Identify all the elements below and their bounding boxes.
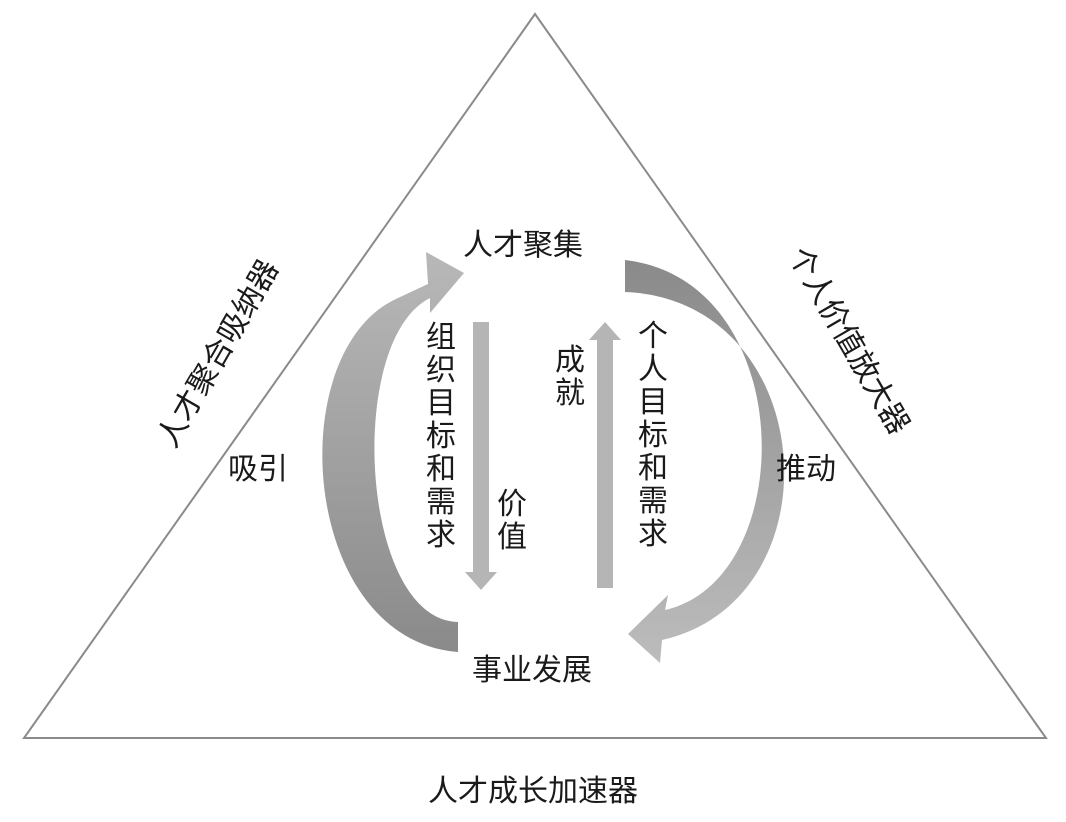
bottom-side-label: 人才成长加速器 — [428, 774, 638, 809]
up-flow-label: 个人目标和需求 — [638, 319, 668, 552]
up-flow-sublabel: 成就 — [555, 343, 585, 411]
left-cycle-arrow — [322, 252, 464, 652]
down-flow-arrow — [465, 322, 497, 590]
right-cycle-arrow — [625, 260, 785, 663]
down-flow-label: 组织目标和需求 — [426, 320, 456, 553]
node-top-label: 人才聚集 — [463, 228, 583, 263]
outer-triangle — [22, 12, 1048, 739]
cycle-left-label: 吸引 — [228, 452, 288, 487]
node-bottom-label: 事业发展 — [472, 653, 592, 688]
cycle-right-label: 推动 — [776, 452, 836, 487]
down-flow-sublabel: 价值 — [497, 487, 527, 555]
up-flow-arrow — [589, 322, 621, 588]
